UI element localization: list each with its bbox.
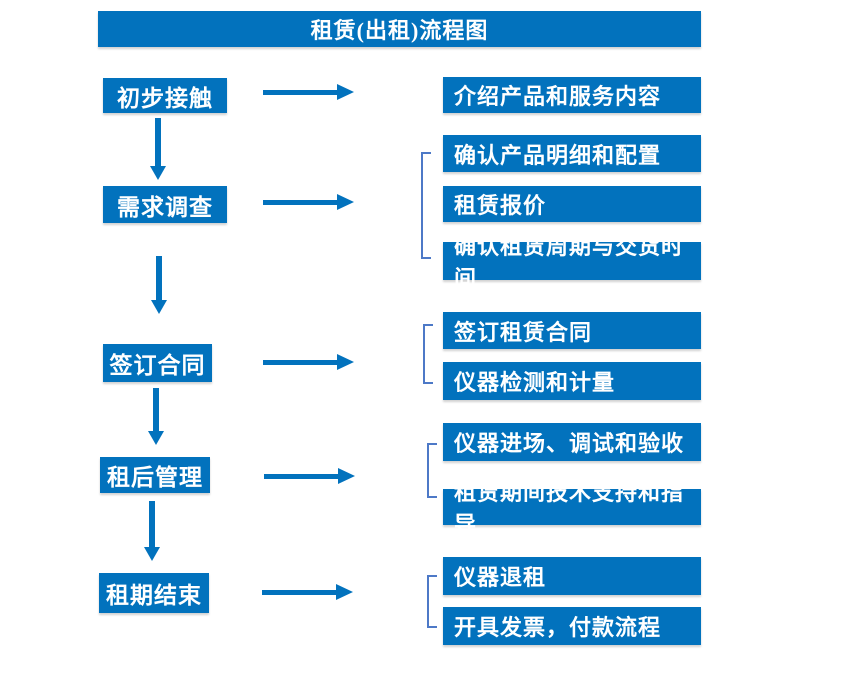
group-bracket — [427, 443, 437, 498]
right-arrow-icon — [263, 194, 354, 210]
detail-box-instrument-testing: 仪器检测和计量 — [443, 362, 701, 400]
detail-box-invoice-payment: 开具发票，付款流程 — [443, 607, 701, 645]
group-bracket — [421, 152, 431, 259]
detail-box-tech-support: 租赁期间技术支持和指导 — [443, 480, 701, 537]
step-box-post-rental-mgmt: 租后管理 — [100, 457, 210, 493]
right-arrow-icon — [263, 84, 354, 100]
detail-box-sign-rental-contract: 签订租赁合同 — [443, 312, 701, 349]
step-box-demand-survey: 需求调查 — [103, 186, 227, 223]
down-arrow-icon — [144, 501, 160, 561]
detail-box-instrument-entry: 仪器进场、调试和验收 — [443, 423, 701, 461]
step-box-sign-contract: 签订合同 — [103, 344, 212, 382]
group-bracket — [427, 575, 437, 628]
flowchart-title: 租赁(出租)流程图 — [98, 11, 701, 47]
step-box-rental-end: 租期结束 — [99, 573, 209, 613]
right-arrow-icon — [263, 354, 354, 370]
down-arrow-icon — [151, 256, 167, 314]
detail-box-confirm-details: 确认产品明细和配置 — [443, 135, 701, 172]
detail-box-confirm-period: 确认租赁周期与交货时间 — [443, 234, 701, 291]
right-arrow-icon — [264, 468, 355, 484]
detail-box-rental-quote: 租赁报价 — [443, 186, 701, 222]
right-arrow-icon — [262, 584, 353, 600]
detail-box-instrument-return: 仪器退租 — [443, 557, 701, 595]
group-bracket — [423, 324, 433, 384]
down-arrow-icon — [148, 388, 164, 445]
step-box-initial-contact: 初步接触 — [103, 78, 227, 113]
down-arrow-icon — [150, 118, 166, 180]
detail-box-intro-products: 介绍产品和服务内容 — [443, 77, 701, 113]
